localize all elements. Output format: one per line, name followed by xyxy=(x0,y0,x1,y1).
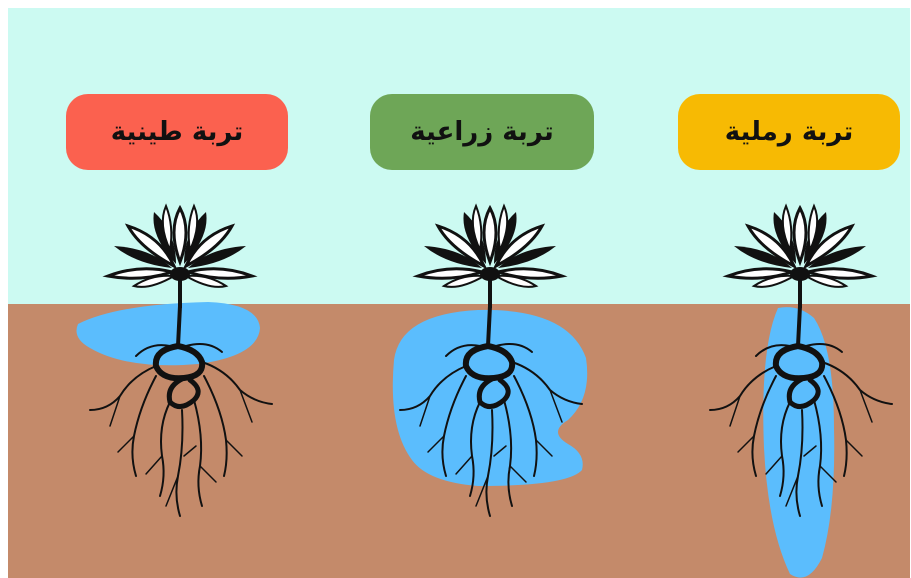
plant-sand xyxy=(710,206,892,578)
plant-clay xyxy=(77,206,273,516)
label-agricultural-soil: تربة زراعية xyxy=(370,94,594,170)
label-sandy-soil: تربة رملية xyxy=(678,94,900,170)
flower-icon xyxy=(728,206,872,287)
flower-icon xyxy=(418,206,562,287)
label-clay-soil: تربة طينية xyxy=(66,94,288,170)
plant-agri xyxy=(393,206,587,516)
flower-icon xyxy=(108,206,252,287)
soil-water-diagram: تربة طينية تربة زراعية تربة رملية xyxy=(8,8,910,578)
water-zone xyxy=(77,302,261,365)
